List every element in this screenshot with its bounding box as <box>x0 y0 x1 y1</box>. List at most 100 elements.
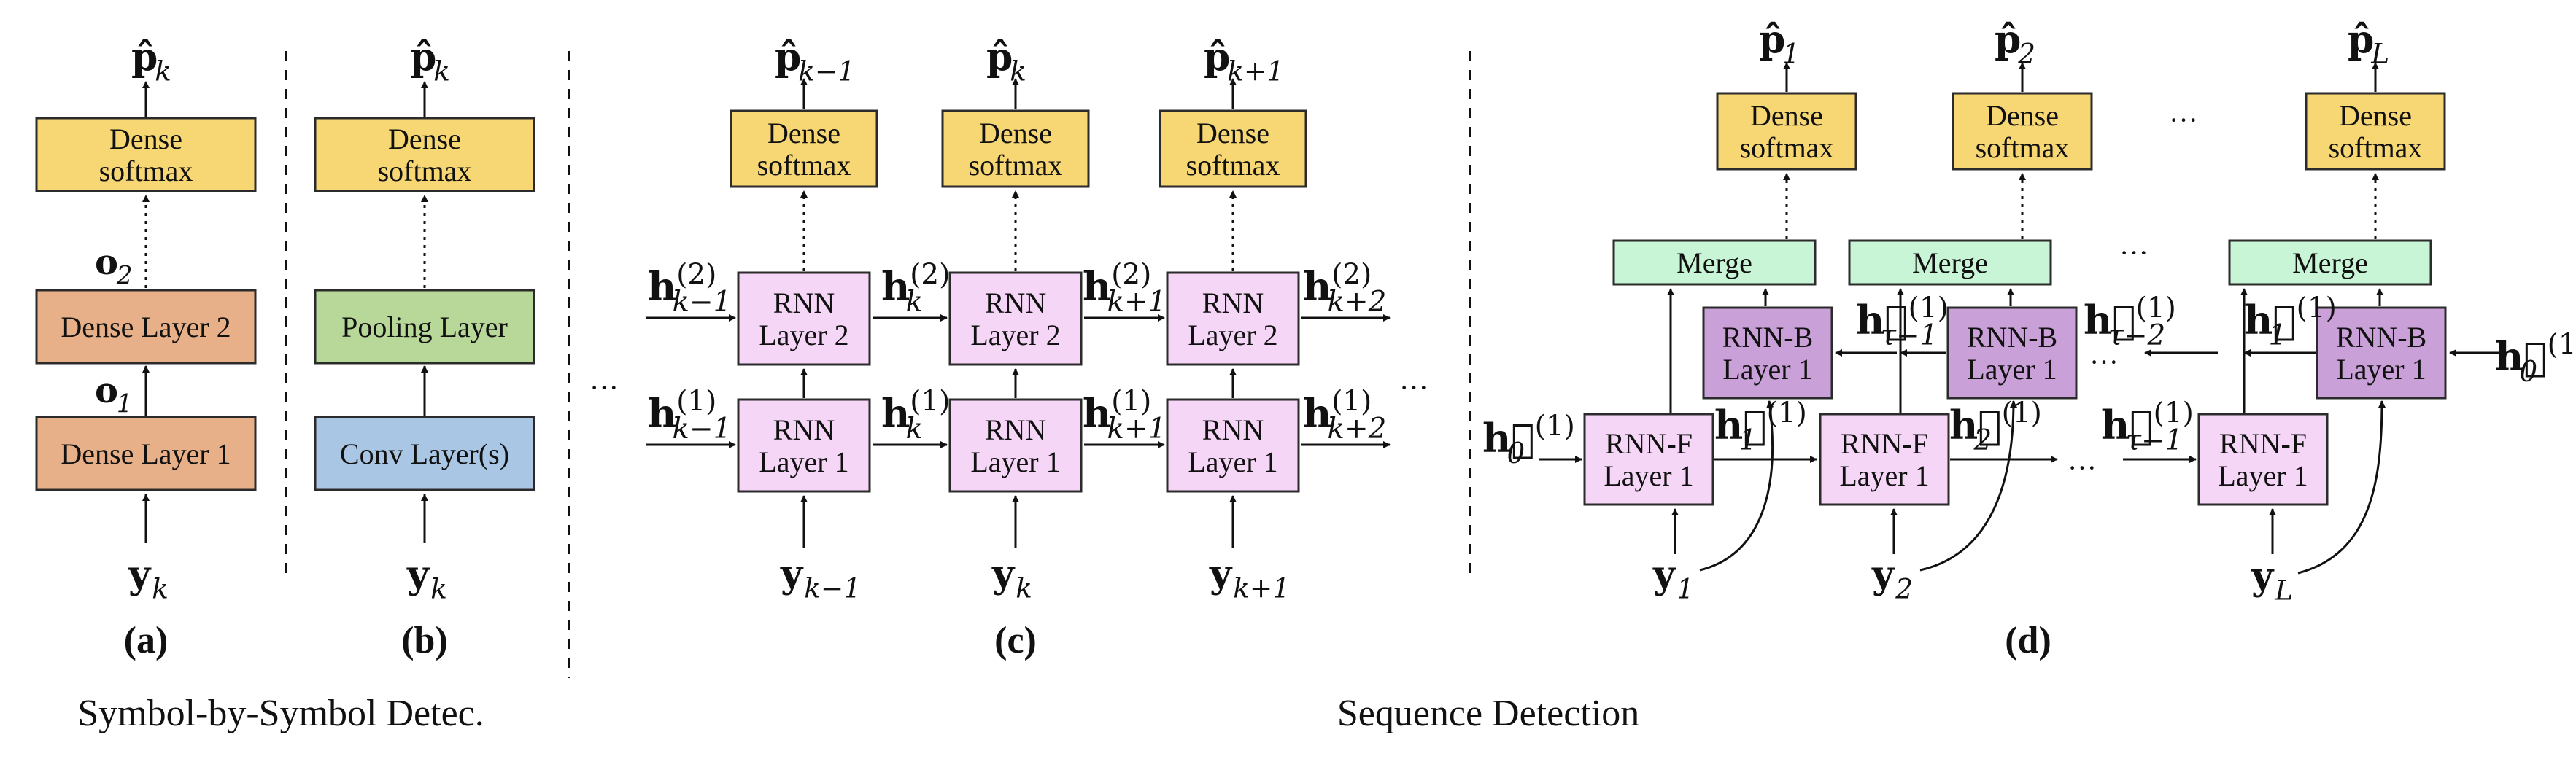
o2-text: o <box>95 242 118 283</box>
hb-0: h⃖(1)0 <box>2495 328 2576 389</box>
symbol-base: p̂ <box>1759 17 1785 62</box>
conv-layers-label: Conv Layer(s) <box>340 437 509 470</box>
y-c-1-text: y <box>991 552 1016 596</box>
dense-softmax-d-1-label-1: Dense <box>1986 99 2059 132</box>
symbol-subscript: 2 <box>2017 38 2035 70</box>
rnn-b-1-label-2: Layer 1 <box>1722 353 1812 386</box>
hf-1: h⃗(1)1 <box>1714 397 1807 457</box>
merge-1-rect <box>1612 239 1817 286</box>
rnn-layer1-c-1-label-2: Layer 1 <box>970 445 1060 478</box>
hf-0: h⃗(1)0 <box>1482 410 1575 470</box>
hf-tau-1-text: h⃗(1) <box>2101 397 2194 448</box>
rnn-b-2-rect <box>1946 306 2078 400</box>
hf-tau-1: h⃗(1)τ−1 <box>2101 397 2194 457</box>
h1-k-1-text: h(1) <box>648 385 716 437</box>
h1-k-1: h(1)k−1 <box>648 385 731 445</box>
symbol-superscript: (1) <box>2136 292 2176 324</box>
dense-layer-1: Dense Layer 1 <box>35 416 257 491</box>
rnn-layer1-c-0-label-2: Layer 1 <box>759 445 848 478</box>
h2-k: h(2)k <box>881 258 950 319</box>
ellipsis-c-left: ··· <box>589 371 619 404</box>
rnn-f-2-rect <box>1819 413 1950 506</box>
hb-tau-2-text: h⃖(1) <box>2084 292 2176 343</box>
merge-L: Merge <box>2228 239 2432 286</box>
curve-y1-rnnb <box>1699 400 1774 572</box>
dense-softmax-c-1-rect <box>941 109 1090 188</box>
caption-b: (b) <box>401 620 448 661</box>
hb-tau-1-text: h⃖(1) <box>1856 292 1949 343</box>
symbol-base: h <box>1303 390 1331 437</box>
symbol-subscript: k+1 <box>1227 55 1284 87</box>
rnn-layer2-c-0-label-1: RNN <box>773 287 835 319</box>
symbol-subscript: k+1 <box>1107 286 1166 319</box>
symbol-superscript: (2) <box>1111 258 1151 291</box>
symbol-subscript: k <box>152 573 169 605</box>
rnn-b-2-label-2: Layer 1 <box>1967 353 2057 386</box>
rnn-layer1-c-1-label-1: RNN <box>985 413 1046 446</box>
symbol-superscript: (1) <box>2297 292 2337 324</box>
symbol-subscript: k+1 <box>1107 413 1166 445</box>
symbol-base: h <box>1303 263 1331 310</box>
dense-softmax-d-0-label-1: Dense <box>1750 99 1823 132</box>
rnn-layer1-c-1-rect <box>948 398 1083 493</box>
p-hat-d-0: p̂1 <box>1759 17 1800 70</box>
rnn-layer2-c-1-label-1: RNN <box>985 287 1046 319</box>
symbol-base: p̂ <box>986 35 1013 79</box>
rnn-layer1-c-2-rect <box>1166 398 1300 493</box>
h2-k+1: h(2)k+1 <box>1083 258 1166 319</box>
symbol-base: y <box>780 552 804 596</box>
symbol-base: h⃖ <box>2084 297 2136 343</box>
symbol-subscript: k−1 <box>804 572 861 604</box>
symbol-base: h⃖ <box>2244 297 2297 343</box>
caption-sequence: Sequence Detection <box>1337 693 1639 734</box>
rnn-b-L-label-2: Layer 1 <box>2336 353 2426 386</box>
ellipsis-softmax: ··· <box>2169 104 2198 136</box>
symbol-subscript: 1 <box>2268 319 2286 352</box>
rnn-layer2-c-1-rect <box>948 271 1083 366</box>
symbol-subscript: k <box>905 286 923 319</box>
dense-softmax-d-2-label-1: Dense <box>2339 99 2412 132</box>
hf-1-text: h⃗(1) <box>1714 397 1807 448</box>
ellipsis-backward: ··· <box>2089 346 2119 378</box>
p-hat-d-1-text: p̂ <box>1995 17 2021 62</box>
rnn-b-L-label-1: RNN-B <box>2336 321 2426 354</box>
symbol-superscript: (1) <box>676 385 716 418</box>
symbol-base: h <box>1083 390 1111 437</box>
rnn-layer1-c-0-rect <box>737 398 871 493</box>
symbol-superscript: (1) <box>1767 397 1807 429</box>
symbol-base: y <box>406 553 430 597</box>
symbol-subscript: k <box>433 55 450 87</box>
caption-a: (a) <box>124 620 169 661</box>
symbol-base: h⃗ <box>2101 402 2154 448</box>
dense-softmax-c-0-label-1: Dense <box>767 117 840 149</box>
h1-k+2-text: h(1) <box>1303 385 1372 437</box>
symbol-subscript: 2 <box>1973 424 1992 457</box>
symbol-base: y <box>1209 552 1233 596</box>
symbol-subscript: k <box>430 573 447 605</box>
dense-softmax-d-2-rect <box>2305 92 2446 171</box>
symbol-subscript: k <box>905 413 923 445</box>
rnn-layer2-c-0-rect <box>737 271 871 366</box>
symbol-subscript: k <box>1016 572 1032 604</box>
merge-1-label: Merge <box>1676 246 1752 279</box>
rnn-f-2-label-2: Layer 1 <box>1839 459 1929 492</box>
hb-0-text: h⃖(1) <box>2495 328 2576 380</box>
h1-k: h(1)k <box>881 385 950 445</box>
merge-2: Merge <box>1848 239 2052 286</box>
merge-L-rect <box>2228 239 2432 286</box>
rnn-b-L-rect <box>2316 306 2447 400</box>
symbol-subscript: 1 <box>1676 573 1694 605</box>
p-hat-d-1: p̂2 <box>1995 17 2035 70</box>
rnn-f-L-rect <box>2197 413 2329 506</box>
symbol-base: p̂ <box>2348 17 2374 62</box>
